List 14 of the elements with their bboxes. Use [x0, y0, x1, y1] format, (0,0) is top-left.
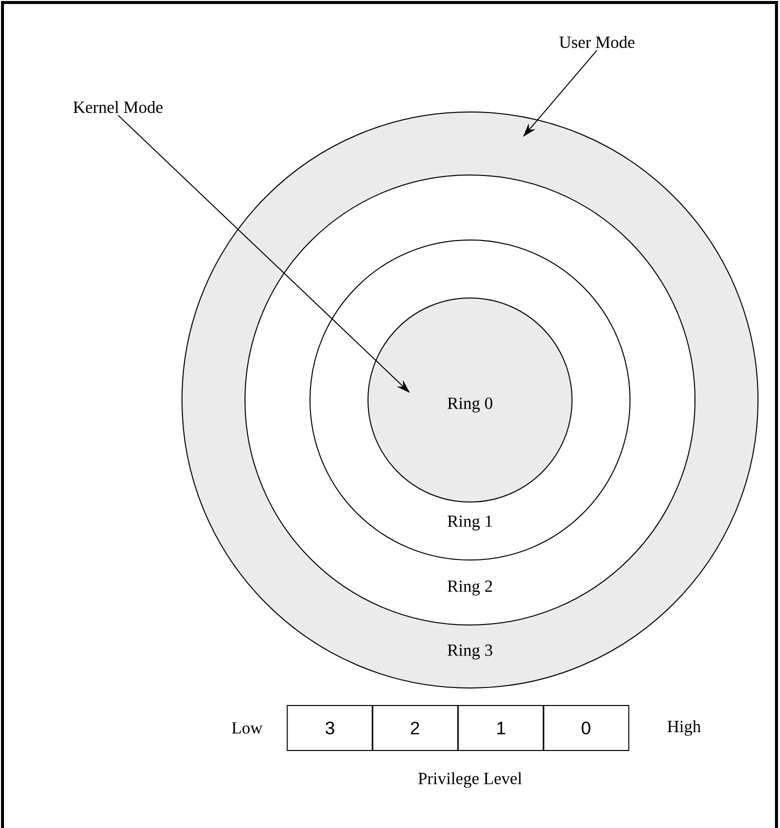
mode-label: User Mode: [559, 36, 634, 48]
level-cell: 3: [286, 705, 374, 751]
mode-label: Kernel Mode: [73, 101, 162, 113]
level-cell: 0: [542, 705, 630, 751]
inner-circle: [368, 298, 572, 502]
scale-label: Privilege Level: [418, 772, 522, 788]
scale-label: High: [668, 720, 701, 736]
level-cell: 2: [372, 705, 458, 751]
scale-label: Low: [232, 722, 262, 734]
ring-label: Ring 3: [448, 644, 492, 660]
ring-label: Ring 2: [448, 580, 492, 596]
ring-label: Ring 0: [448, 398, 492, 412]
ring-label: Ring 1: [448, 516, 492, 530]
level-cell: 1: [458, 705, 544, 751]
